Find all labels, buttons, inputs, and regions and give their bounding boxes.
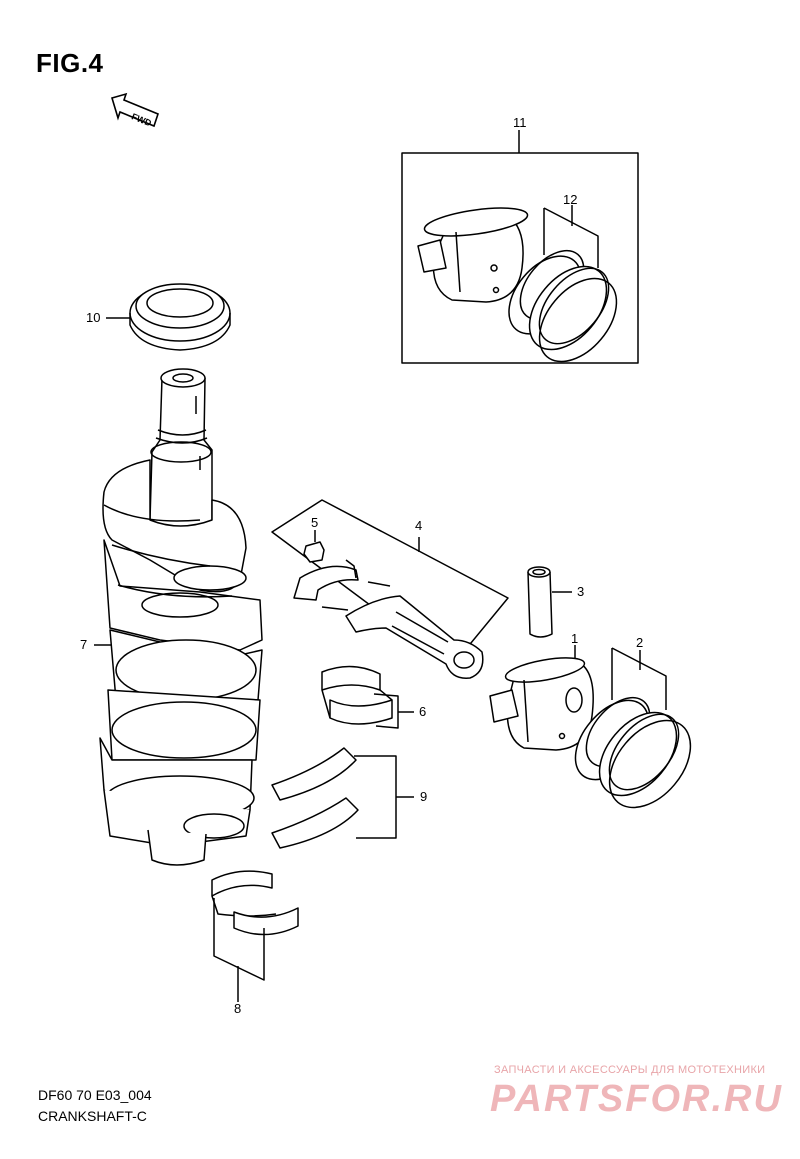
piston-rings-upper (508, 205, 618, 363)
callout-7: 7 (80, 637, 88, 652)
main-bearing-drawing (211, 870, 299, 1002)
piston-pin-drawing (527, 566, 572, 638)
callout-12: 12 (563, 192, 578, 207)
thrust-washer-drawing (271, 747, 414, 849)
fwd-arrow-icon: FWD (111, 92, 159, 128)
diagram-code: DF60 70 E03_004 (38, 1087, 152, 1103)
piston-drawing-lower (489, 645, 594, 751)
callout-10: 10 (86, 310, 101, 325)
conrod-drawing (293, 559, 484, 679)
callout-6: 6 (419, 704, 427, 719)
callout-8: 8 (234, 1001, 242, 1016)
callout-3: 3 (577, 584, 585, 599)
watermark-logo: PARTSFOR.RU (490, 1078, 783, 1120)
callout-11: 11 (513, 115, 527, 130)
watermark-tagline: ЗАПЧАСТИ И АКСЕССУАРЫ ДЛЯ МОТОТЕХНИКИ (494, 1064, 766, 1076)
crankshaft-drawing (94, 368, 263, 866)
callout-4: 4 (415, 518, 423, 533)
callout-1: 1 (571, 631, 579, 646)
oil-seal-drawing (106, 283, 231, 351)
callout-2: 2 (636, 635, 644, 650)
callout-9: 9 (420, 789, 428, 804)
conrod-bearing-drawing (321, 665, 414, 729)
piston-rings-lower (574, 647, 692, 809)
piston-drawing-upper (417, 207, 529, 303)
callout-5: 5 (311, 515, 319, 530)
figure-title: FIG.4 (36, 48, 104, 78)
nut-drawing (303, 530, 325, 563)
diagram-name: CRANKSHAFT-C (38, 1108, 147, 1124)
